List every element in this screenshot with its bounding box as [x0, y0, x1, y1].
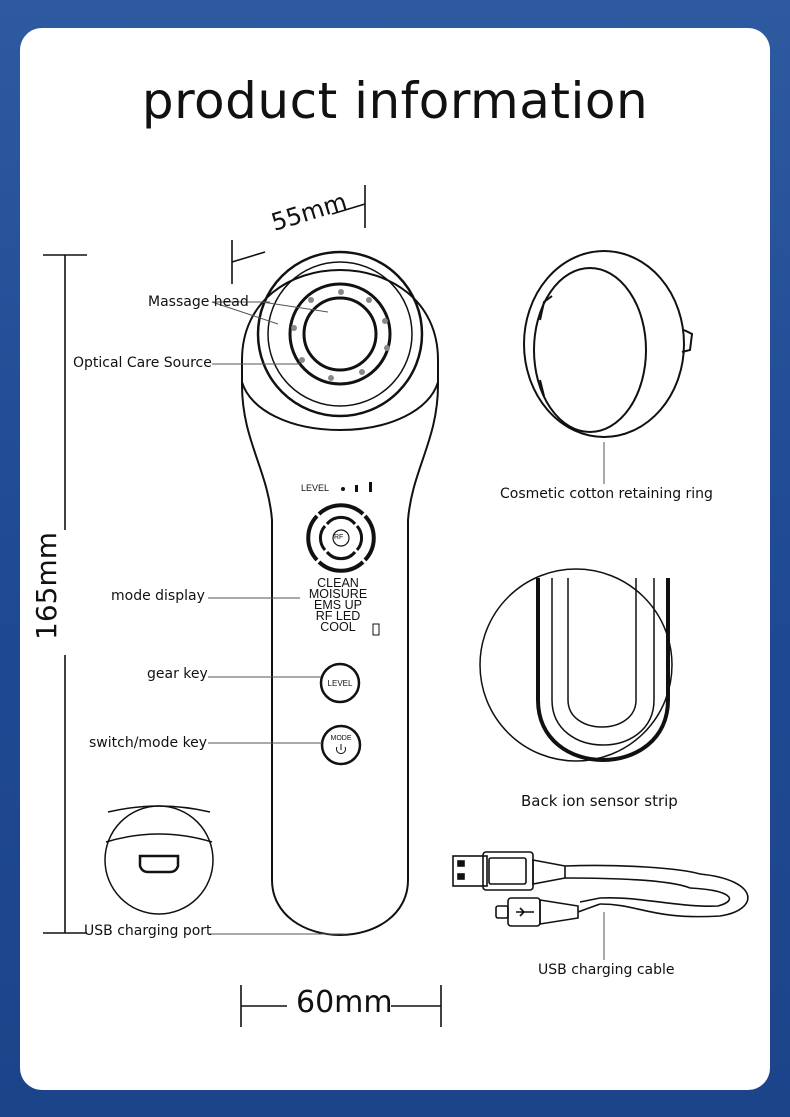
rf-ring [332, 529, 350, 547]
cotton-ring [523, 250, 694, 438]
label-mode-display: mode display [111, 588, 205, 604]
label-gear-key: gear key [147, 666, 208, 682]
label-massage-head: Massage head [148, 294, 249, 310]
device-body [241, 269, 439, 937]
panel-level-label: LEVEL [301, 483, 330, 493]
label-usb-charging-port: USB charging port [84, 923, 212, 939]
mode-item: EMS UP [314, 598, 362, 612]
mode-list: CLEAN MOISURE EMS UP RF LED COOL [298, 576, 378, 634]
head-inner-ring [302, 296, 378, 372]
mode-arc-4 [306, 514, 319, 562]
mode-arc-3 [317, 560, 365, 573]
label-optical-care-source: Optical Care Source [73, 355, 212, 371]
usb-port-closeup [104, 805, 214, 915]
mode-arc-2 [363, 514, 376, 562]
led-dots [291, 289, 390, 381]
head-ring-3 [288, 282, 392, 386]
battery-icon [372, 623, 380, 636]
level-indicator [341, 482, 372, 492]
label-cotton-ring: Cosmetic cotton retaining ring [500, 486, 713, 502]
mode-arc-7 [325, 550, 357, 561]
callout-lines [208, 301, 605, 960]
mode-arc-5 [325, 515, 357, 526]
mode-key-label: MODE [330, 735, 352, 742]
mode-item: CLEAN [317, 576, 359, 590]
mode-arc-6 [355, 525, 364, 551]
gear-key [319, 662, 361, 704]
label-usb-cable: USB charging cable [538, 962, 675, 978]
dimension-165mm: 165mm [30, 532, 63, 640]
page-title: product information [141, 72, 649, 130]
head-ring-2 [267, 261, 413, 407]
label-switch-mode-key: switch/mode key [89, 735, 208, 751]
mode-item: RF LED [315, 609, 361, 623]
mode-arc-1 [317, 503, 365, 516]
mode-item: MOISURE [308, 587, 368, 601]
mode-arc-8 [318, 525, 327, 551]
gear-key-label: LEVEL [327, 679, 353, 688]
mode-item: COOL [320, 620, 356, 634]
usb-cable [452, 851, 749, 927]
dimension-lines [43, 185, 442, 1027]
power-icon [336, 744, 346, 754]
ion-sensor [479, 568, 673, 762]
label-ion-sensor: Back ion sensor strip [521, 792, 678, 810]
dimension-60mm: 60mm [296, 985, 393, 1020]
head-shoulder [241, 381, 439, 432]
mode-key [320, 724, 362, 766]
head-outer-ring [256, 250, 424, 418]
panel-rf-label: RF [334, 534, 344, 541]
